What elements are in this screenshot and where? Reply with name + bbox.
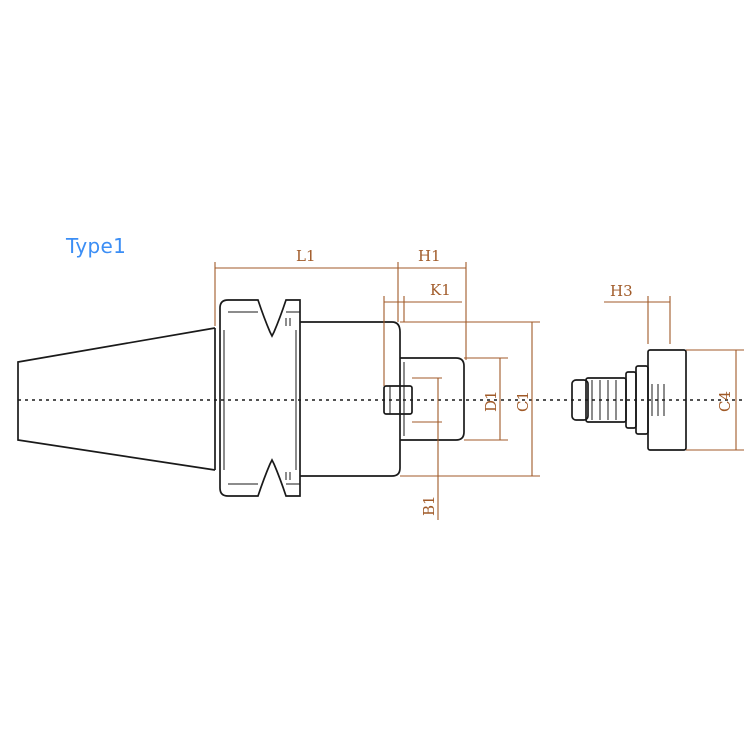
label-h3: H3 bbox=[610, 282, 633, 300]
type-title: Type1 bbox=[66, 234, 127, 258]
flange bbox=[219, 299, 301, 497]
label-d1: D1 bbox=[482, 390, 500, 412]
label-l1: L1 bbox=[296, 247, 316, 265]
dimension-b1: B1 bbox=[412, 377, 442, 520]
label-c1: C1 bbox=[514, 391, 532, 412]
dimension-k1: K1 bbox=[383, 281, 462, 386]
dimension-c4: C4 bbox=[686, 349, 744, 451]
label-h1: H1 bbox=[418, 247, 441, 265]
taper-shank bbox=[17, 327, 216, 471]
label-k1: K1 bbox=[430, 281, 451, 299]
dimension-h1: H1 bbox=[398, 247, 467, 360]
dimension-d1: D1 bbox=[464, 357, 508, 441]
dimension-l1: L1 bbox=[214, 247, 399, 326]
mounting-screw bbox=[571, 365, 649, 435]
label-b1: B1 bbox=[420, 495, 438, 516]
drive-key bbox=[383, 385, 413, 415]
adaptor-block bbox=[647, 349, 687, 451]
nose-spigot bbox=[400, 357, 465, 441]
dimension-c1: C1 bbox=[400, 321, 540, 477]
label-c4: C4 bbox=[716, 391, 734, 412]
dimension-h3: H3 bbox=[604, 282, 671, 344]
holder-body bbox=[300, 321, 401, 477]
